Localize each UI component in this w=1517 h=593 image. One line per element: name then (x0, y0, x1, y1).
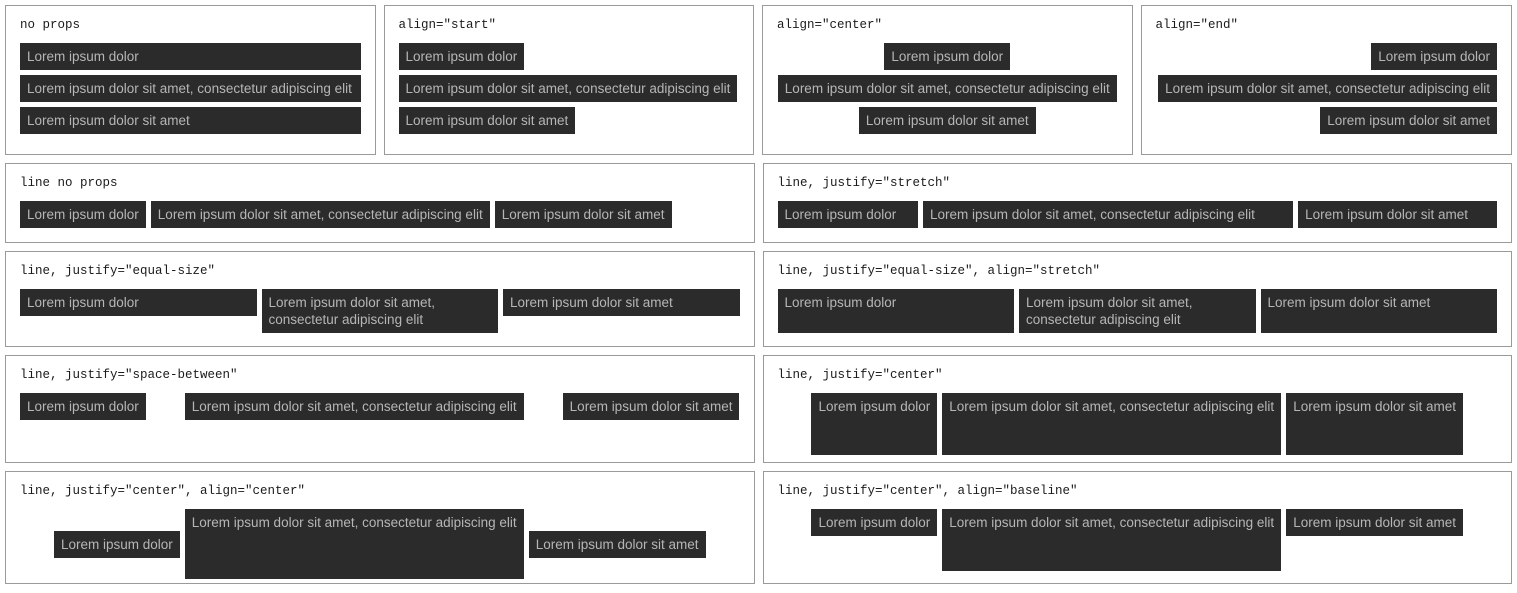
line-container: Lorem ipsum dolor Lorem ipsum dolor sit … (778, 393, 1498, 455)
panel-label: align="center" (777, 18, 883, 32)
panel-label: line, justify="equal-size" (20, 264, 216, 278)
panel-label: line, justify="equal-size", align="stret… (777, 264, 1101, 278)
demo-box[interactable]: Lorem ipsum dolor sit amet, consectetur … (150, 201, 490, 228)
demo-box[interactable]: Lorem ipsum dolor sit amet (1320, 107, 1497, 134)
demo-box[interactable]: Lorem ipsum dolor sit amet (1286, 393, 1463, 455)
demo-box[interactable]: Lorem ipsum dolor sit amet, consectetur … (942, 509, 1282, 571)
panel-no-props: no props Lorem ipsum dolor Lorem ipsum d… (5, 5, 376, 155)
panel-line-equal-size-align-stretch: line, justify="equal-size", align="stret… (762, 251, 1512, 347)
demo-box[interactable]: Lorem ipsum dolor (398, 43, 525, 70)
line-container: Lorem ipsum dolor Lorem ipsum dolor sit … (777, 201, 1497, 228)
panel-label: align="end" (1155, 18, 1239, 32)
showcase-row-5: line, justify="center", align="center" L… (5, 471, 1512, 584)
demo-box[interactable]: Lorem ipsum dolor sit amet, consectetur … (1158, 75, 1497, 102)
panel-label: line, justify="stretch" (777, 176, 951, 190)
demo-box[interactable]: Lorem ipsum dolor (777, 289, 1014, 333)
line-container: Lorem ipsum dolor Lorem ipsum dolor sit … (20, 393, 740, 420)
demo-box[interactable]: Lorem ipsum dolor sit amet, consectetur … (184, 509, 524, 579)
demo-box[interactable]: Lorem ipsum dolor (20, 289, 257, 316)
panel-label: align="start" (398, 18, 497, 32)
demo-box[interactable]: Lorem ipsum dolor (884, 43, 1011, 70)
demo-box[interactable]: Lorem ipsum dolor sit amet, consectetur … (184, 393, 524, 420)
panel-align-center: align="center" Lorem ipsum dolor Lorem i… (762, 5, 1133, 155)
stack-container: Lorem ipsum dolor Lorem ipsum dolor sit … (398, 43, 740, 134)
panel-line-center-align-center: line, justify="center", align="center" L… (5, 471, 755, 584)
showcase-row-2: line no props Lorem ipsum dolor Lorem ip… (5, 163, 1512, 243)
showcase-row-4: line, justify="space-between" Lorem ipsu… (5, 355, 1512, 463)
showcase-row-1: no props Lorem ipsum dolor Lorem ipsum d… (5, 5, 1512, 155)
demo-box[interactable]: Lorem ipsum dolor (1371, 43, 1497, 70)
demo-box[interactable]: Lorem ipsum dolor sit amet, consectetur … (942, 393, 1282, 455)
demo-box[interactable]: Lorem ipsum dolor sit amet, consectetur … (398, 75, 738, 102)
demo-box[interactable]: Lorem ipsum dolor sit amet (528, 530, 706, 558)
panel-line-no-props: line no props Lorem ipsum dolor Lorem ip… (5, 163, 755, 243)
demo-box[interactable]: Lorem ipsum dolor sit amet, consectetur … (261, 289, 498, 333)
demo-box[interactable]: Lorem ipsum dolor sit amet (503, 289, 740, 316)
demo-box[interactable]: Lorem ipsum dolor sit amet (1260, 289, 1497, 333)
demo-box[interactable]: Lorem ipsum dolor sit amet, consectetur … (923, 201, 1294, 228)
demo-box[interactable]: Lorem ipsum dolor (20, 393, 146, 420)
panel-align-start: align="start" Lorem ipsum dolor Lorem ip… (383, 5, 754, 155)
panel-line-center-align-baseline: line, justify="center", align="baseline"… (762, 471, 1512, 584)
panel-align-end: align="end" Lorem ipsum dolor Lorem ipsu… (1140, 5, 1512, 155)
demo-box[interactable]: Lorem ipsum dolor (811, 509, 938, 536)
demo-box[interactable]: Lorem ipsum dolor sit amet (562, 393, 740, 420)
demo-box[interactable]: Lorem ipsum dolor (20, 201, 146, 228)
stack-container: Lorem ipsum dolor Lorem ipsum dolor sit … (20, 43, 361, 134)
demo-box[interactable]: Lorem ipsum dolor (20, 43, 361, 70)
line-container: Lorem ipsum dolor Lorem ipsum dolor sit … (20, 289, 740, 333)
demo-box[interactable]: Lorem ipsum dolor sit amet, consectetur … (777, 75, 1117, 102)
showcase-row-3: line, justify="equal-size" Lorem ipsum d… (5, 251, 1512, 347)
demo-box[interactable]: Lorem ipsum dolor sit amet, consectetur … (20, 75, 361, 102)
demo-box[interactable]: Lorem ipsum dolor sit amet (398, 107, 576, 134)
panel-line-center: line, justify="center" Lorem ipsum dolor… (762, 355, 1512, 463)
panel-label: line, justify="center", align="center" (20, 484, 306, 498)
demo-box[interactable]: Lorem ipsum dolor sit amet (20, 107, 361, 134)
panel-line-space-between: line, justify="space-between" Lorem ipsu… (5, 355, 755, 463)
demo-box[interactable]: Lorem ipsum dolor sit amet (858, 107, 1036, 134)
demo-box[interactable]: Lorem ipsum dolor sit amet (1298, 201, 1497, 228)
line-container: Lorem ipsum dolor Lorem ipsum dolor sit … (20, 201, 740, 228)
line-container: Lorem ipsum dolor Lorem ipsum dolor sit … (20, 509, 740, 579)
stack-container: Lorem ipsum dolor Lorem ipsum dolor sit … (777, 43, 1118, 134)
panel-line-justify-stretch: line, justify="stretch" Lorem ipsum dolo… (762, 163, 1512, 243)
demo-box[interactable]: Lorem ipsum dolor (811, 393, 938, 455)
panel-label: line no props (20, 176, 118, 190)
panel-line-equal-size: line, justify="equal-size" Lorem ipsum d… (5, 251, 755, 347)
demo-box[interactable]: Lorem ipsum dolor (53, 530, 180, 558)
demo-box[interactable]: Lorem ipsum dolor sit amet (1286, 509, 1463, 536)
line-container: Lorem ipsum dolor Lorem ipsum dolor sit … (777, 289, 1497, 333)
demo-box[interactable]: Lorem ipsum dolor sit amet (494, 201, 672, 228)
demo-box[interactable]: Lorem ipsum dolor sit amet, consectetur … (1019, 289, 1256, 333)
panel-label: no props (20, 18, 81, 32)
panel-label: line, justify="center", align="baseline" (777, 484, 1078, 498)
stack-container: Lorem ipsum dolor Lorem ipsum dolor sit … (1156, 43, 1497, 134)
line-container: Lorem ipsum dolor Lorem ipsum dolor sit … (778, 509, 1498, 571)
demo-box[interactable]: Lorem ipsum dolor (777, 201, 918, 228)
panel-label: line, justify="center" (777, 368, 943, 382)
panel-label: line, justify="space-between" (20, 368, 238, 382)
